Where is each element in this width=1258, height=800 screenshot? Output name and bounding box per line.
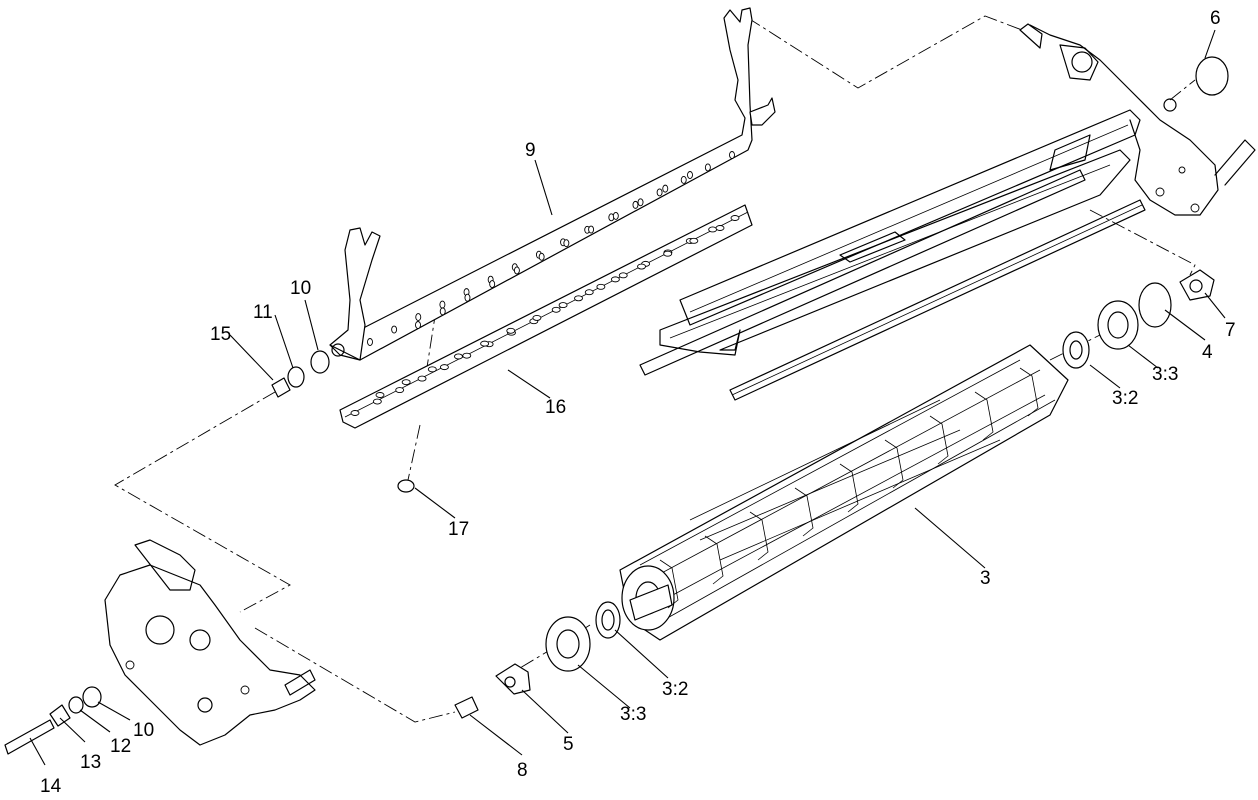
mounting-hole bbox=[612, 211, 619, 220]
cutting-unit-frame bbox=[639, 23, 1256, 401]
mounting-hole bbox=[574, 295, 583, 302]
callout-3: 3 bbox=[980, 568, 991, 589]
mounting-hole bbox=[464, 293, 471, 302]
mounting-hole bbox=[415, 321, 421, 329]
callout-3-2-top: 3:2 bbox=[1112, 388, 1138, 409]
callout-14: 14 bbox=[40, 776, 62, 797]
callout-3-3-bottom: 3:3 bbox=[620, 704, 646, 725]
mounting-hole bbox=[610, 276, 620, 283]
mounting-hole bbox=[680, 175, 687, 184]
callout-6: 6 bbox=[1210, 8, 1221, 29]
callout-11: 11 bbox=[253, 302, 273, 323]
callout-16: 16 bbox=[545, 397, 566, 418]
mounting-hole bbox=[618, 272, 628, 279]
mounting-hole bbox=[462, 352, 472, 359]
mounting-hole bbox=[401, 379, 411, 386]
mounting-hole bbox=[427, 366, 437, 373]
mounting-hole bbox=[551, 306, 561, 313]
reel-rib bbox=[659, 559, 679, 609]
left-hardware bbox=[4, 350, 415, 755]
reel-rib bbox=[974, 391, 994, 441]
part-9-holes bbox=[367, 151, 735, 346]
callout-7: 7 bbox=[1225, 320, 1236, 341]
mounting-hole bbox=[729, 151, 735, 159]
mounting-hole bbox=[708, 226, 718, 233]
left-side-plate bbox=[104, 539, 316, 746]
callout-labels: 3 3:2 3:3 4 5 6 7 8 9 10 10 11 12 13 14 … bbox=[40, 8, 1236, 797]
callout-3-2-bottom: 3:2 bbox=[662, 679, 688, 700]
mounting-hole bbox=[395, 387, 405, 394]
callout-8: 8 bbox=[517, 760, 528, 781]
mounting-hole bbox=[663, 250, 673, 257]
reel-rib bbox=[929, 415, 949, 465]
mounting-hole bbox=[596, 283, 606, 290]
mounting-hole bbox=[662, 184, 669, 193]
mounting-hole bbox=[375, 392, 385, 398]
reel-rib bbox=[749, 511, 769, 561]
reel-rib bbox=[884, 439, 904, 489]
mounting-hole bbox=[558, 302, 568, 309]
part-16-bedknife bbox=[339, 204, 753, 429]
top-bearing-stack bbox=[1062, 56, 1229, 369]
mounting-hole bbox=[506, 327, 516, 334]
mounting-hole bbox=[656, 188, 663, 197]
mounting-hole bbox=[689, 237, 699, 244]
bottom-bearing-stack bbox=[454, 601, 621, 719]
mounting-hole bbox=[415, 313, 422, 322]
mounting-hole bbox=[350, 410, 360, 416]
mounting-hole bbox=[687, 171, 693, 179]
callout-3-3-top: 3:3 bbox=[1152, 364, 1178, 385]
callout-10-top: 10 bbox=[290, 278, 311, 299]
mounting-hole bbox=[480, 340, 490, 347]
part-3-reel bbox=[619, 344, 1069, 641]
mounting-hole bbox=[439, 300, 446, 309]
callout-5: 5 bbox=[563, 734, 574, 755]
mounting-hole bbox=[417, 375, 427, 382]
callout-leaders bbox=[29, 29, 1226, 766]
callout-15: 15 bbox=[210, 324, 231, 345]
reel-ribs bbox=[659, 367, 1039, 609]
reel-rib bbox=[839, 463, 859, 513]
callout-17: 17 bbox=[448, 519, 469, 540]
mounting-hole bbox=[489, 280, 496, 289]
mounting-hole bbox=[391, 325, 398, 334]
mounting-hole bbox=[454, 353, 463, 360]
mounting-hole bbox=[563, 239, 570, 248]
callout-4: 4 bbox=[1202, 342, 1213, 363]
mounting-hole bbox=[715, 225, 725, 231]
mounting-hole bbox=[513, 266, 520, 275]
callout-12: 12 bbox=[110, 736, 131, 757]
callout-9: 9 bbox=[525, 140, 536, 161]
mounting-hole bbox=[439, 307, 446, 316]
reel-rib bbox=[1019, 367, 1039, 417]
mounting-hole bbox=[637, 198, 644, 207]
mounting-hole bbox=[584, 289, 594, 296]
callout-10-bottom: 10 bbox=[133, 720, 154, 741]
mounting-hole bbox=[730, 215, 740, 221]
mounting-hole bbox=[637, 263, 646, 270]
mounting-hole bbox=[367, 338, 373, 346]
mounting-hole bbox=[532, 314, 542, 321]
mounting-hole bbox=[372, 398, 382, 405]
mounting-hole bbox=[632, 200, 639, 209]
part-16-holes bbox=[350, 215, 740, 416]
mounting-hole bbox=[439, 364, 449, 371]
mounting-hole bbox=[588, 225, 595, 234]
reel-rib bbox=[704, 535, 724, 585]
mounting-hole bbox=[538, 252, 545, 261]
mounting-hole bbox=[704, 163, 711, 172]
callout-13: 13 bbox=[80, 752, 101, 773]
reel-rib bbox=[794, 487, 814, 537]
part-9-bedbar-frame bbox=[329, 7, 776, 361]
